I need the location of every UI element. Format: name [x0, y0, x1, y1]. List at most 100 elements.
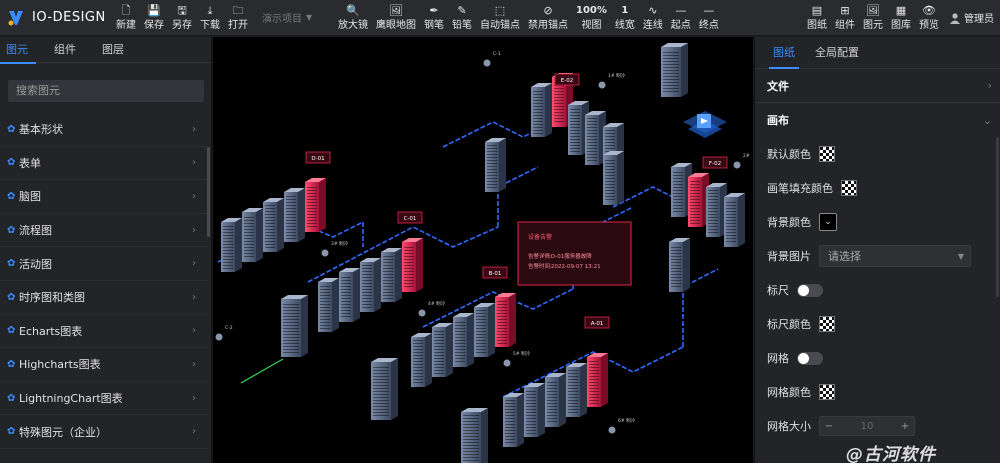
end-point-button[interactable]: —终点 [698, 4, 719, 31]
category-item[interactable]: ✿LightningChart图表› [0, 382, 208, 416]
server-rack[interactable] [474, 303, 495, 357]
alarm-rack[interactable] [688, 173, 709, 227]
bg-image-select[interactable]: 请选择▼ [819, 245, 971, 267]
left-scrollbar[interactable] [207, 147, 210, 237]
server-rack[interactable] [724, 193, 745, 247]
category-item[interactable]: ✿特殊图元（企业）› [0, 415, 208, 449]
gear-icon: ✿ [7, 157, 16, 169]
section-file[interactable]: 文件› [755, 69, 1000, 103]
pen-button[interactable]: ✒钢笔 [424, 4, 444, 31]
tab-global-config[interactable]: 全局配置 [815, 46, 859, 59]
zoom-view-button[interactable]: 100%视图 [576, 5, 607, 31]
ruler-color-swatch[interactable] [819, 316, 835, 332]
server-rack[interactable] [531, 83, 552, 137]
small-label: C-1 [493, 51, 501, 57]
alarm-rack[interactable] [402, 238, 423, 292]
category-item[interactable]: ✿时序图和类图› [0, 281, 208, 315]
gear-icon: ✿ [7, 325, 16, 337]
chevron-down-icon: ▼ [306, 13, 313, 22]
grid-color-swatch[interactable] [819, 384, 835, 400]
server-rack[interactable] [524, 383, 545, 437]
server-rack[interactable] [453, 313, 474, 367]
category-item[interactable]: ✿表单› [0, 147, 208, 181]
search-input[interactable]: 搜索图元 [8, 80, 204, 102]
prop-ruler-color: 标尺颜色 [755, 307, 1000, 341]
preview-button[interactable]: 👁预览 [919, 4, 939, 31]
server-rack[interactable] [461, 408, 488, 463]
server-rack[interactable] [221, 218, 242, 272]
alarm-rack[interactable] [587, 353, 608, 407]
section-canvas[interactable]: 画布⌄ [767, 113, 992, 128]
element-button[interactable]: 🖼图元 [863, 4, 883, 31]
grid-size-stepper[interactable]: −10+ [819, 416, 915, 436]
category-item[interactable]: ✿活动图› [0, 247, 208, 281]
datacenter-scene[interactable]: D-01C-01B-01A-01E-02F-02 C-11# 制冷2#3# 制冷… [213, 37, 753, 463]
eagle-eye-button[interactable]: 🖼鹰眼地图 [376, 4, 416, 31]
chevron-right-icon: › [192, 123, 196, 135]
disable-anchor-button[interactable]: ⊘禁用锚点 [528, 4, 568, 31]
connect-button[interactable]: ∿连线 [642, 4, 663, 31]
server-rack[interactable] [669, 238, 690, 292]
component-button[interactable]: ⊞组件 [835, 4, 855, 31]
server-rack[interactable] [371, 358, 398, 420]
open-button[interactable]: 🗀打开 [228, 4, 248, 31]
server-rack[interactable] [339, 268, 360, 322]
auto-anchor-button[interactable]: ⬚自动锚点 [480, 4, 520, 31]
alert-popup[interactable]: 设备告警 告警详情: D-01服务器故障 告警时间: 2022-09-07 13… [517, 221, 632, 286]
server-rack[interactable] [263, 198, 284, 252]
alarm-rack[interactable] [495, 293, 516, 347]
demo-project-select[interactable]: 演示项目 ▼ [262, 7, 326, 29]
alarm-rack[interactable] [305, 178, 326, 232]
start-point-button[interactable]: —起点 [670, 4, 691, 31]
new-button[interactable]: 🗋新建 [116, 4, 136, 31]
category-item[interactable]: ✿脑图› [0, 180, 208, 214]
brush-fill-color-swatch[interactable] [841, 180, 857, 196]
server-rack[interactable] [381, 248, 402, 302]
server-rack[interactable] [360, 258, 381, 312]
save-as-button[interactable]: 🖫另存 [172, 4, 192, 31]
server-rack[interactable] [603, 151, 624, 205]
category-item[interactable]: ✿流程图› [0, 214, 208, 248]
gallery-button[interactable]: ▦图库 [891, 4, 911, 31]
server-rack[interactable] [281, 295, 308, 357]
gear-icon: ✿ [7, 291, 16, 303]
tab-components[interactable]: 组件 [54, 42, 76, 56]
grid-toggle[interactable] [797, 351, 823, 365]
bg-color-picker[interactable]: ⌄ [819, 213, 837, 231]
server-rack[interactable] [485, 138, 506, 192]
server-rack[interactable] [284, 188, 305, 242]
tab-layers[interactable]: 图层 [102, 42, 124, 56]
download-button[interactable]: ⤓下载 [200, 4, 220, 31]
prop-brush-fill-color: 画笔填充颜色 [755, 171, 1000, 205]
server-rack[interactable] [503, 393, 524, 447]
sensor-dot [733, 161, 741, 169]
default-color-swatch[interactable] [819, 146, 835, 162]
ruler-toggle[interactable] [797, 283, 823, 297]
drawing-button[interactable]: ▤图纸 [807, 4, 827, 31]
server-rack[interactable] [585, 111, 606, 165]
save-button[interactable]: 💾保存 [144, 4, 164, 31]
magnifier-button[interactable]: 🔍放大镜 [338, 4, 368, 31]
category-item[interactable]: ✿Highcharts图表› [0, 348, 208, 382]
server-rack[interactable] [242, 208, 263, 262]
server-rack[interactable] [566, 363, 587, 417]
right-scrollbar[interactable] [996, 137, 999, 297]
server-rack[interactable] [545, 373, 566, 427]
server-rack[interactable] [411, 333, 432, 387]
server-rack[interactable] [706, 183, 727, 237]
tab-drawing[interactable]: 图纸 [769, 42, 799, 69]
category-item[interactable]: ✿基本形状› [0, 113, 208, 147]
sensor-dot [598, 81, 606, 89]
prop-grid-size: 网格大小 −10+ [755, 409, 1000, 443]
pencil-button[interactable]: ✎铅笔 [452, 4, 472, 31]
tab-elements[interactable]: 图元 [0, 37, 36, 64]
category-item[interactable]: ✿Echarts图表› [0, 315, 208, 349]
server-rack[interactable] [661, 43, 688, 97]
server-rack[interactable] [432, 323, 453, 377]
plus-icon[interactable]: + [900, 420, 910, 432]
user-menu[interactable]: 管理员 [943, 0, 1000, 36]
minus-icon[interactable]: − [824, 420, 834, 432]
server-rack[interactable] [318, 278, 339, 332]
